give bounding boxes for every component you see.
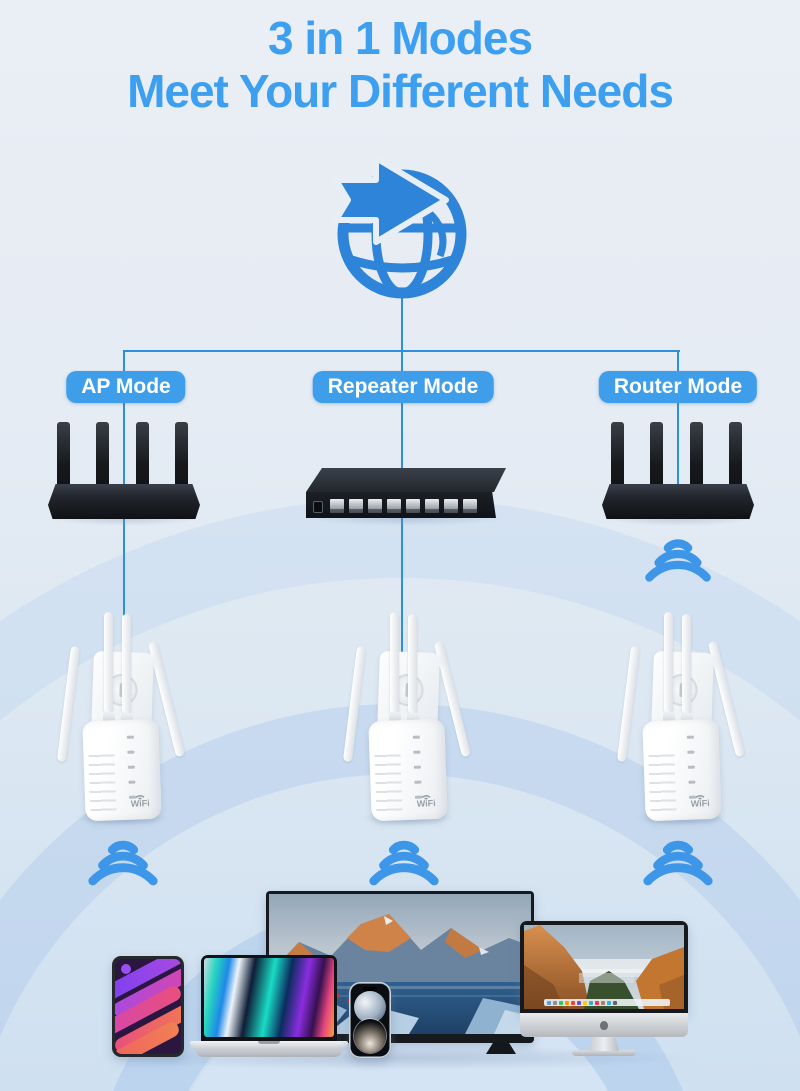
- wifi-router-ap-mode: [48, 422, 200, 519]
- wifi-signal-icon: [645, 539, 711, 582]
- extender-antenna: [342, 645, 367, 763]
- wifi-logo-arcs-icon: [695, 795, 705, 800]
- title-line-1: 3 in 1 Modes: [267, 12, 533, 64]
- router-body: [602, 484, 754, 519]
- router-antenna: [729, 422, 742, 492]
- apple-logo-icon: [600, 1020, 608, 1030]
- vent-slats: [648, 754, 677, 814]
- router-antenna: [175, 422, 188, 492]
- imac-foot: [572, 1050, 636, 1056]
- led-indicators: [126, 735, 137, 799]
- laptop-screen-frame: [201, 955, 337, 1041]
- wallpaper-circle: [354, 991, 386, 1023]
- wallpaper-dot: [121, 964, 131, 974]
- vent-slats: [374, 754, 403, 814]
- wifi-logo: WiFi: [409, 791, 444, 809]
- led-indicators: [686, 735, 697, 799]
- wifi-logo-arcs-icon: [135, 795, 145, 800]
- wifi-logo-text: WiFi: [416, 798, 436, 809]
- desktop-computer: [520, 921, 688, 1056]
- router-antenna: [611, 422, 624, 492]
- laptop-deck: [196, 1050, 342, 1057]
- imac-stand: [589, 1037, 619, 1051]
- extender-body: WiFi: [368, 718, 448, 822]
- wifi-signal-icon: [88, 840, 158, 886]
- imac-screen-wallpaper: [524, 925, 684, 1009]
- wallpaper-circle: [354, 1019, 386, 1053]
- ethernet-port: [406, 499, 420, 513]
- wifi-signal-icon: [643, 840, 713, 886]
- wifi-extender-right: WiFi: [616, 612, 746, 826]
- switch-top-face: [306, 468, 506, 492]
- led-indicators: [412, 735, 423, 799]
- laptop-wallpaper: [204, 958, 334, 1037]
- router-body: [48, 484, 200, 519]
- wifi-extender-left: WiFi: [56, 612, 186, 826]
- wifi-logo-text: WiFi: [130, 798, 150, 809]
- ethernet-port: [330, 499, 344, 513]
- wifi-logo-arcs-icon: [421, 795, 431, 800]
- wifi-router-router-mode: [602, 422, 754, 519]
- ethernet-port: [463, 499, 477, 513]
- ethernet-port: [387, 499, 401, 513]
- router-antenna: [136, 422, 149, 492]
- ethernet-port: [349, 499, 363, 513]
- dynamic-island: [363, 987, 377, 991]
- extender-antenna: [408, 614, 417, 714]
- mode-label-router: Router Mode: [598, 371, 758, 403]
- router-antenna: [57, 422, 70, 492]
- wifi-signal-icon: [369, 840, 439, 886]
- laptop-base: [190, 1041, 348, 1050]
- smartphone-wallpaper: [351, 984, 389, 1056]
- mode-label-ap: AP Mode: [66, 371, 186, 403]
- extender-antenna: [664, 612, 673, 714]
- extender-antenna: [390, 612, 399, 714]
- extender-antenna: [682, 614, 691, 714]
- extender-antenna: [122, 614, 131, 714]
- imac-chin: [520, 1013, 688, 1037]
- vent-slats: [88, 754, 117, 814]
- laptop: [190, 955, 348, 1057]
- tablet: [112, 956, 184, 1057]
- connector-repeater-column: [401, 350, 403, 688]
- wifi-logo-text: WiFi: [690, 798, 710, 809]
- ethernet-port: [444, 499, 458, 513]
- connector-router-column: [677, 350, 679, 490]
- ethernet-port: [425, 499, 439, 513]
- tv-leg: [486, 1042, 516, 1054]
- router-antenna: [650, 422, 663, 492]
- extender-body: WiFi: [82, 718, 162, 822]
- router-antenna: [690, 422, 703, 492]
- smartphone: [349, 982, 391, 1058]
- wifi-logo: WiFi: [123, 791, 158, 809]
- title-line-2: Meet Your Different Needs: [127, 65, 674, 117]
- extender-antenna: [104, 612, 113, 714]
- mode-label-repeater: Repeater Mode: [312, 371, 494, 403]
- ethernet-port: [368, 499, 382, 513]
- imac-dock: [544, 999, 670, 1006]
- internet-globe-arrow-icon: [333, 155, 467, 299]
- page-title: 3 in 1 Modes Meet Your Different Needs: [0, 12, 800, 118]
- connector-globe-drop: [401, 296, 403, 352]
- wifi-logo: WiFi: [683, 791, 718, 809]
- router-antenna: [96, 422, 109, 492]
- switch-front-face: [306, 492, 496, 518]
- wifi-extender-center: WiFi: [342, 612, 472, 826]
- power-port: [313, 501, 323, 513]
- extender-body: WiFi: [642, 718, 722, 822]
- tablet-wallpaper: [115, 959, 181, 1054]
- extender-antenna: [56, 645, 81, 763]
- imac-screen-frame: [520, 921, 688, 1013]
- extender-antenna: [616, 645, 641, 763]
- ethernet-switch: [306, 468, 506, 518]
